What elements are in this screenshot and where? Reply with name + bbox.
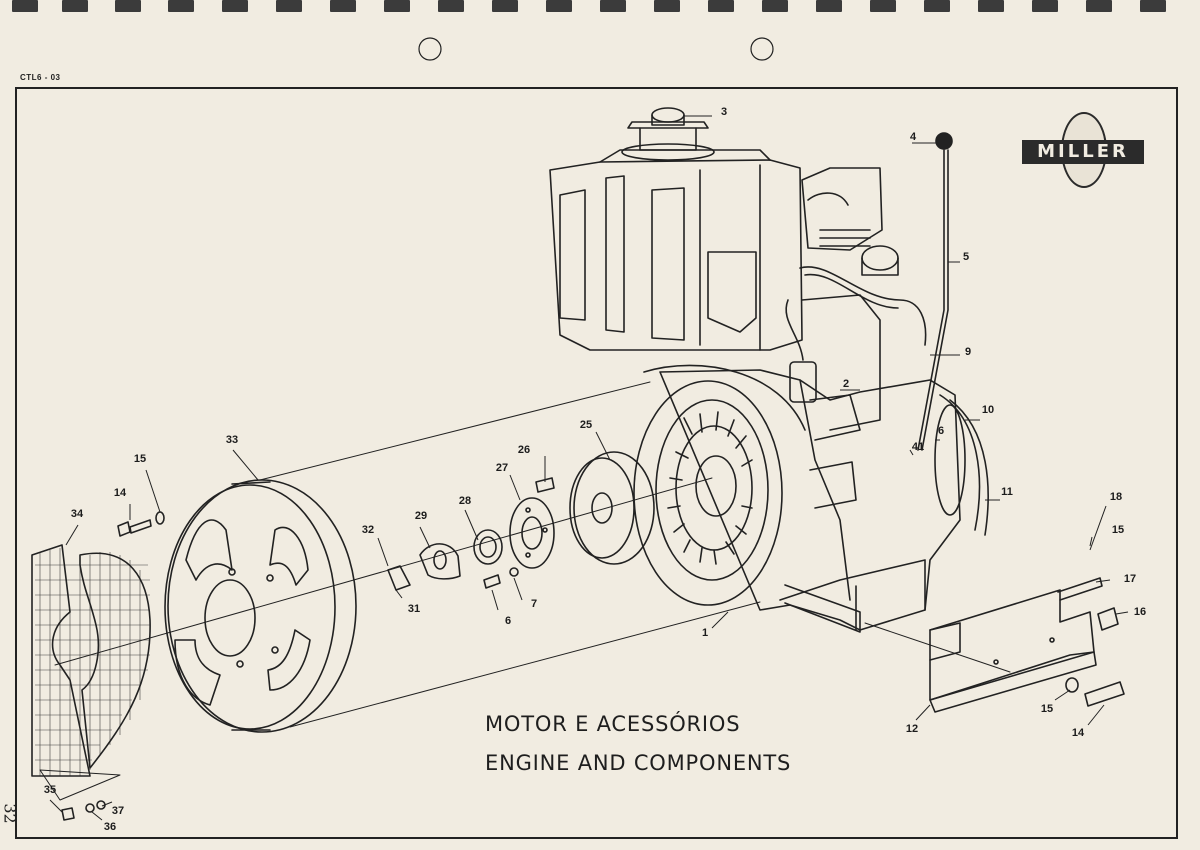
callout-18: 18 — [1109, 491, 1123, 503]
page-number: 32 — [0, 803, 20, 824]
callout-32: 32 — [361, 524, 375, 536]
brand-name: MILLER — [1022, 140, 1144, 164]
callout-12: 12 — [905, 723, 919, 735]
callout-11: 11 — [1001, 486, 1013, 498]
callout-36: 36 — [103, 821, 117, 833]
callout-5: 5 — [962, 251, 970, 263]
callout-6-upper: 6 — [937, 425, 945, 437]
callout-34: 34 — [70, 508, 84, 520]
callout-16: 16 — [1133, 606, 1147, 618]
callout-2: 2 — [842, 378, 850, 390]
callout-1: 1 — [701, 627, 709, 639]
catalog-reference-code: CTL6 - 03 — [20, 73, 61, 82]
callout-26: 26 — [517, 444, 531, 456]
callout-10: 10 — [981, 404, 995, 416]
miller-logo: MILLER — [1022, 112, 1144, 188]
drawing-frame — [15, 87, 1178, 839]
callout-29: 29 — [414, 510, 428, 522]
title-portuguese: MOTOR E ACESSÓRIOS — [485, 712, 741, 736]
callout-41: 41 — [911, 441, 925, 453]
callout-9: 9 — [964, 346, 972, 358]
callout-17: 17 — [1123, 573, 1137, 585]
callout-27: 27 — [495, 462, 509, 474]
callout-4: 4 — [909, 131, 917, 143]
callout-35: 35 — [43, 784, 57, 796]
callout-37: 37 — [111, 805, 125, 817]
callout-33: 33 — [225, 434, 239, 446]
title-english: ENGINE AND COMPONENTS — [485, 751, 792, 775]
callout-15-right-bottom: 15 — [1040, 703, 1054, 715]
callout-25: 25 — [579, 419, 593, 431]
callout-15-left: 15 — [133, 453, 147, 465]
callout-3: 3 — [720, 106, 728, 118]
callout-7: 7 — [530, 598, 538, 610]
callout-14-right: 14 — [1071, 727, 1085, 739]
callout-6-lower: 6 — [504, 615, 512, 627]
callout-14-left: 14 — [113, 487, 127, 499]
callout-28: 28 — [458, 495, 472, 507]
callout-31: 31 — [407, 603, 421, 615]
spiral-binding — [0, 0, 1200, 22]
callout-15-right-top: 15 — [1111, 524, 1125, 536]
